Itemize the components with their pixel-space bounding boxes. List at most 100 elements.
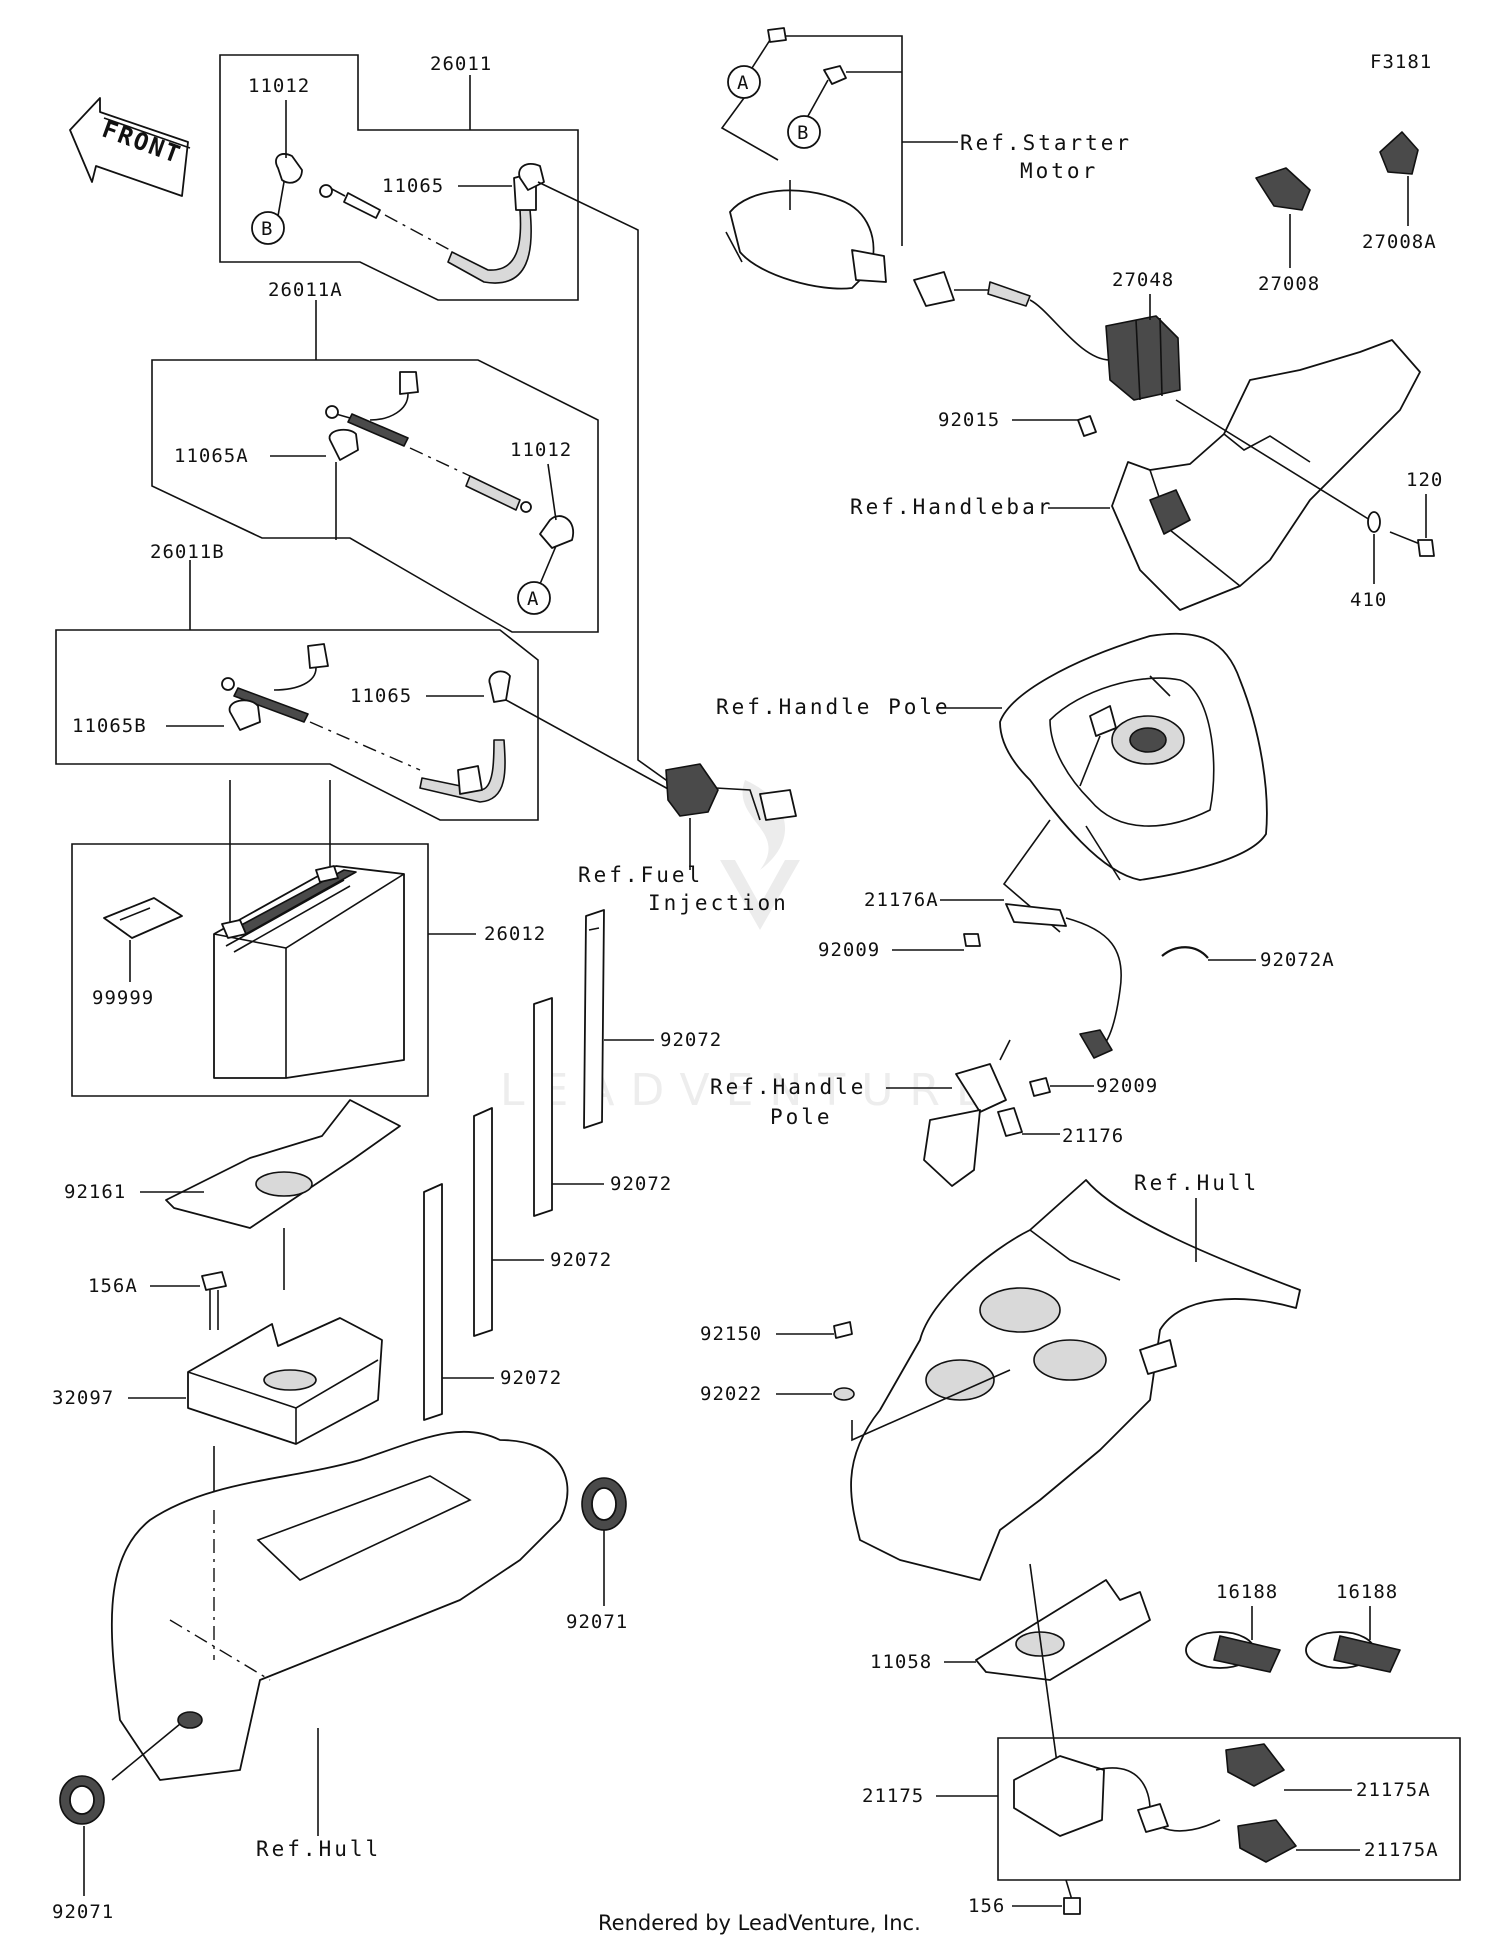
lanyard-16188-right <box>1305 1631 1401 1673</box>
label-11012-top: 11012 <box>248 75 310 97</box>
label-16188-right: 16188 <box>1336 1581 1398 1603</box>
grommet-92071-right <box>581 1477 627 1531</box>
receiver-21175 <box>997 1737 1461 1881</box>
battery-box-32097 <box>187 1317 383 1445</box>
label-11065-top: 11065 <box>382 175 444 197</box>
label-21176: 21176 <box>1062 1125 1124 1147</box>
cable-26011 <box>219 54 579 301</box>
nut-b-starter <box>823 65 847 85</box>
ref-fuel-injection-2: Injection <box>648 891 789 915</box>
front-arrow: FRONT <box>69 97 191 197</box>
label-27048: 27048 <box>1112 269 1174 291</box>
label-120: 120 <box>1406 469 1443 491</box>
bracket-21176 <box>997 1107 1023 1137</box>
label-21175A-lower: 21175A <box>1364 1839 1439 1861</box>
washer-410 <box>1367 511 1381 533</box>
grommet-92071-left <box>59 1775 105 1825</box>
ref-handle-pole-1: Ref.Handle <box>710 1075 866 1099</box>
label-92150: 92150 <box>700 1323 762 1345</box>
callout-b-left-text: B <box>261 218 273 240</box>
label-11058: 11058 <box>870 1651 932 1673</box>
cable-26011A <box>151 300 599 633</box>
label-92071-left: 92071 <box>52 1901 114 1923</box>
label-32097: 32097 <box>52 1387 114 1409</box>
fuel-injection-connector <box>665 763 797 821</box>
label-11065A: 11065A <box>174 445 249 467</box>
label-27008A: 27008A <box>1362 231 1437 253</box>
label-27008: 27008 <box>1258 273 1320 295</box>
key-27008 <box>1255 167 1311 211</box>
ref-handle-pole-top: Ref.Handle Pole <box>716 695 951 719</box>
lanyard-16188-left <box>1185 1631 1281 1673</box>
handlebar-housing <box>1111 339 1421 611</box>
bolt-156A <box>201 1271 227 1330</box>
callout-a-top-text: A <box>737 72 749 94</box>
label-92071-right: 92071 <box>566 1611 628 1633</box>
label-99999: 99999 <box>92 987 154 1009</box>
label-92072-1: 92072 <box>660 1029 722 1051</box>
label-11065B: 11065B <box>72 715 147 737</box>
label-156: 156 <box>968 1895 1005 1917</box>
battery-26012 <box>71 780 429 1097</box>
callout-b-left <box>251 211 285 245</box>
label-26011: 26011 <box>430 53 492 75</box>
clip-92072A <box>1161 946 1209 959</box>
callout-a-left-text: A <box>527 588 539 610</box>
ref-fuel-injection-1: Ref.Fuel <box>578 863 703 887</box>
diagram-code: F3181 <box>1370 51 1432 73</box>
label-26011B: 26011B <box>150 541 225 563</box>
label-21175A-upper: 21175A <box>1356 1779 1431 1801</box>
screw-120 <box>1389 531 1435 557</box>
key-27008A <box>1379 131 1419 175</box>
washer-92022 <box>833 1387 855 1401</box>
label-26011A: 26011A <box>268 279 343 301</box>
label-410: 410 <box>1350 589 1387 611</box>
label-92072-4: 92072 <box>500 1367 562 1389</box>
hull-right <box>850 1179 1301 1581</box>
ref-hull-left: Ref.Hull <box>256 1837 381 1861</box>
screw-92009-lower <box>1029 1077 1051 1097</box>
footer-credit: Rendered by LeadVenture, Inc. <box>598 1911 921 1935</box>
label-11065-lower: 11065 <box>350 685 412 707</box>
bracket-11058 <box>975 1579 1151 1681</box>
label-11012-mid: 11012 <box>510 439 572 461</box>
callout-a-left <box>517 581 551 615</box>
ref-handle-pole-2: Pole <box>770 1105 833 1129</box>
starter-switch-27048 <box>913 271 1181 437</box>
label-92009-upper: 92009 <box>818 939 880 961</box>
handle-pole-shaft <box>923 1039 1011 1187</box>
label-156A: 156A <box>88 1275 138 1297</box>
cable-26011B <box>55 560 539 821</box>
label-16188-left: 16188 <box>1216 1581 1278 1603</box>
ref-starter-motor-2: Motor <box>1020 159 1098 183</box>
label-92015: 92015 <box>938 409 1000 431</box>
label-92161: 92161 <box>64 1181 126 1203</box>
label-92022: 92022 <box>700 1383 762 1405</box>
label-92072-2: 92072 <box>610 1173 672 1195</box>
ref-handlebar: Ref.Handlebar <box>850 495 1053 519</box>
callout-b-top <box>787 115 821 149</box>
ref-starter-motor-1: Ref.Starter <box>960 131 1132 155</box>
bracket-21176A <box>1005 903 1122 1059</box>
label-92009-lower: 92009 <box>1096 1075 1158 1097</box>
watermark-text: LEADVENTURE <box>500 1065 1000 1116</box>
key-21175A-lower <box>1237 1819 1297 1863</box>
bolt-a-starter <box>767 27 787 43</box>
label-26012: 26012 <box>484 923 546 945</box>
hull-left <box>110 1430 569 1781</box>
ref-hull-right: Ref.Hull <box>1134 1171 1259 1195</box>
watermark-logo: LEADVENTURE <box>500 780 1000 1116</box>
starter-motor <box>725 180 887 290</box>
callout-b-top-text: B <box>797 122 809 144</box>
battery-bands <box>423 909 605 1421</box>
battery-pad-92161 <box>165 1099 401 1229</box>
electrolyte-99999 <box>103 897 183 939</box>
bolt-156 <box>1063 1879 1081 1915</box>
key-21175A-upper <box>1225 1743 1285 1787</box>
label-21176A: 21176A <box>864 889 939 911</box>
label-92072A: 92072A <box>1260 949 1335 971</box>
label-92072-3: 92072 <box>550 1249 612 1271</box>
bolt-92150 <box>833 1321 853 1339</box>
screw-92009-upper <box>963 933 981 947</box>
